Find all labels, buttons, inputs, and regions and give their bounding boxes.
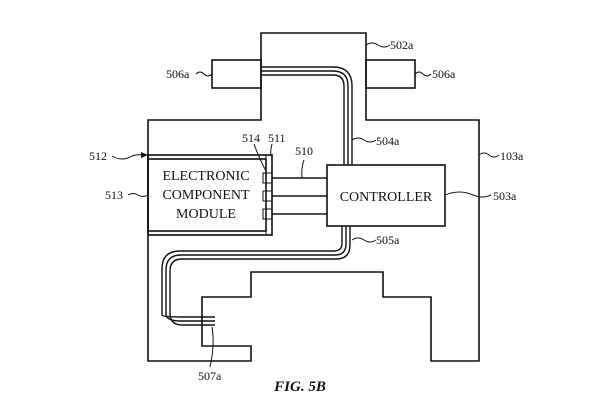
label-503a: 503a (493, 189, 517, 203)
pad-1 (262, 172, 273, 184)
label-507a: 507a (198, 369, 222, 383)
label-505a: 505a (376, 233, 400, 247)
side-button-right (365, 59, 416, 89)
label-510: 510 (295, 144, 313, 158)
label-103a: 103a (500, 149, 524, 163)
leader-513 (127, 193, 149, 197)
connector-strip (265, 154, 273, 236)
lower-flex-cable (161, 226, 351, 326)
label-511: 511 (268, 131, 286, 145)
leader-502a (365, 42, 391, 48)
label-502a: 502a (390, 38, 414, 52)
leader-507a (209, 326, 214, 368)
label-513: 513 (105, 188, 123, 202)
leader-103a (478, 152, 500, 158)
leader-506a-right (414, 71, 432, 77)
label-506a-right: 506a (432, 67, 456, 81)
leader-511 (270, 143, 273, 157)
upper-flex-cable (261, 66, 353, 165)
side-button-left (211, 59, 262, 89)
controller-box (326, 164, 446, 227)
leader-506a-left (195, 71, 213, 77)
pad-2 (262, 190, 273, 202)
leader-505a (351, 237, 377, 243)
label-506a-left: 506a (166, 67, 190, 81)
module-text-line2: COMPONENT (162, 188, 250, 203)
module-text-line1: ELECTRONIC (162, 169, 249, 184)
leader-504a (351, 137, 377, 143)
leader-503a (444, 191, 492, 198)
module-text-line3: MODULE (176, 207, 236, 222)
pad-3 (262, 208, 273, 220)
figure-caption: FIG. 5B (273, 379, 326, 395)
arrow-512 (141, 152, 148, 158)
leader-514 (253, 143, 267, 172)
top-housing (147, 32, 480, 362)
leader-510 (301, 159, 305, 179)
controller-text: CONTROLLER (340, 190, 433, 205)
label-512: 512 (89, 149, 107, 163)
label-504a: 504a (376, 134, 400, 148)
label-514: 514 (242, 131, 260, 145)
leader-512 (111, 154, 145, 160)
